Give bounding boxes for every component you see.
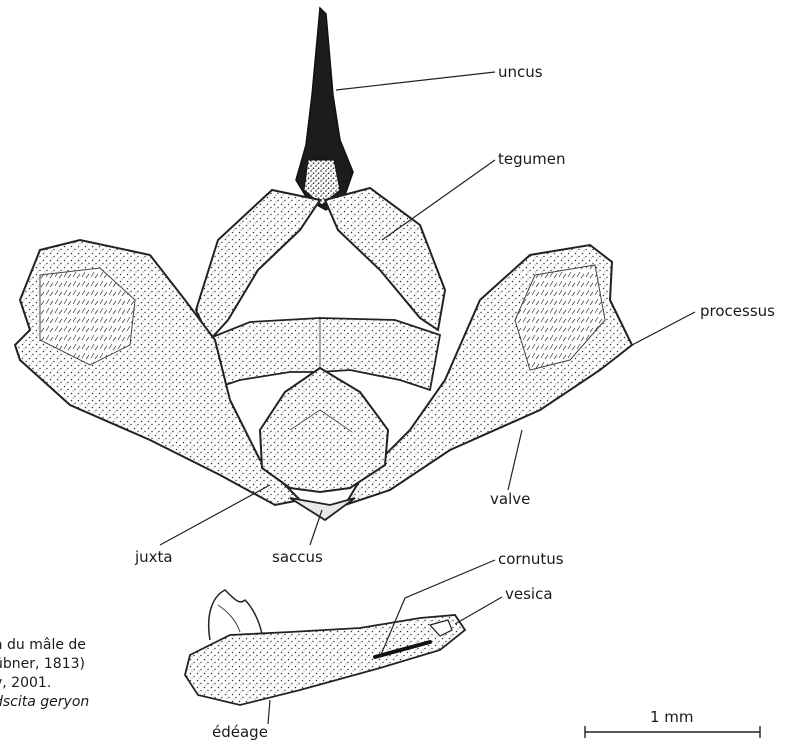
caption-line-4: dscita geryon	[0, 694, 89, 711]
uncus-structure	[296, 8, 353, 210]
label-saccus: saccus	[272, 548, 323, 566]
label-edeage: édéage	[212, 723, 268, 741]
caption-line-2: übner, 1813)	[0, 656, 85, 673]
label-tegumen: tegumen	[498, 150, 566, 168]
leader-valve	[508, 430, 522, 490]
leader-tegumen	[382, 160, 495, 240]
scale-bar	[585, 726, 760, 738]
leader-juxta	[160, 485, 270, 545]
scale-bar-label: 1 mm	[650, 708, 694, 726]
label-valve: valve	[490, 490, 530, 508]
label-processus: processus	[700, 302, 775, 320]
label-juxta: juxta	[135, 548, 173, 566]
leader-processus	[632, 312, 695, 345]
label-vesica: vesica	[505, 585, 553, 603]
caption-line-1: a du mâle de	[0, 637, 86, 654]
label-uncus: uncus	[498, 63, 543, 81]
caption-line-3: v, 2001.	[0, 675, 51, 692]
saccus-structure	[290, 498, 355, 520]
leader-vesica	[455, 597, 502, 624]
leader-edeage	[268, 700, 270, 724]
leader-uncus	[336, 72, 495, 90]
aedeagus-structure	[185, 590, 465, 705]
juxta-structure	[260, 368, 388, 492]
label-cornutus: cornutus	[498, 550, 564, 568]
